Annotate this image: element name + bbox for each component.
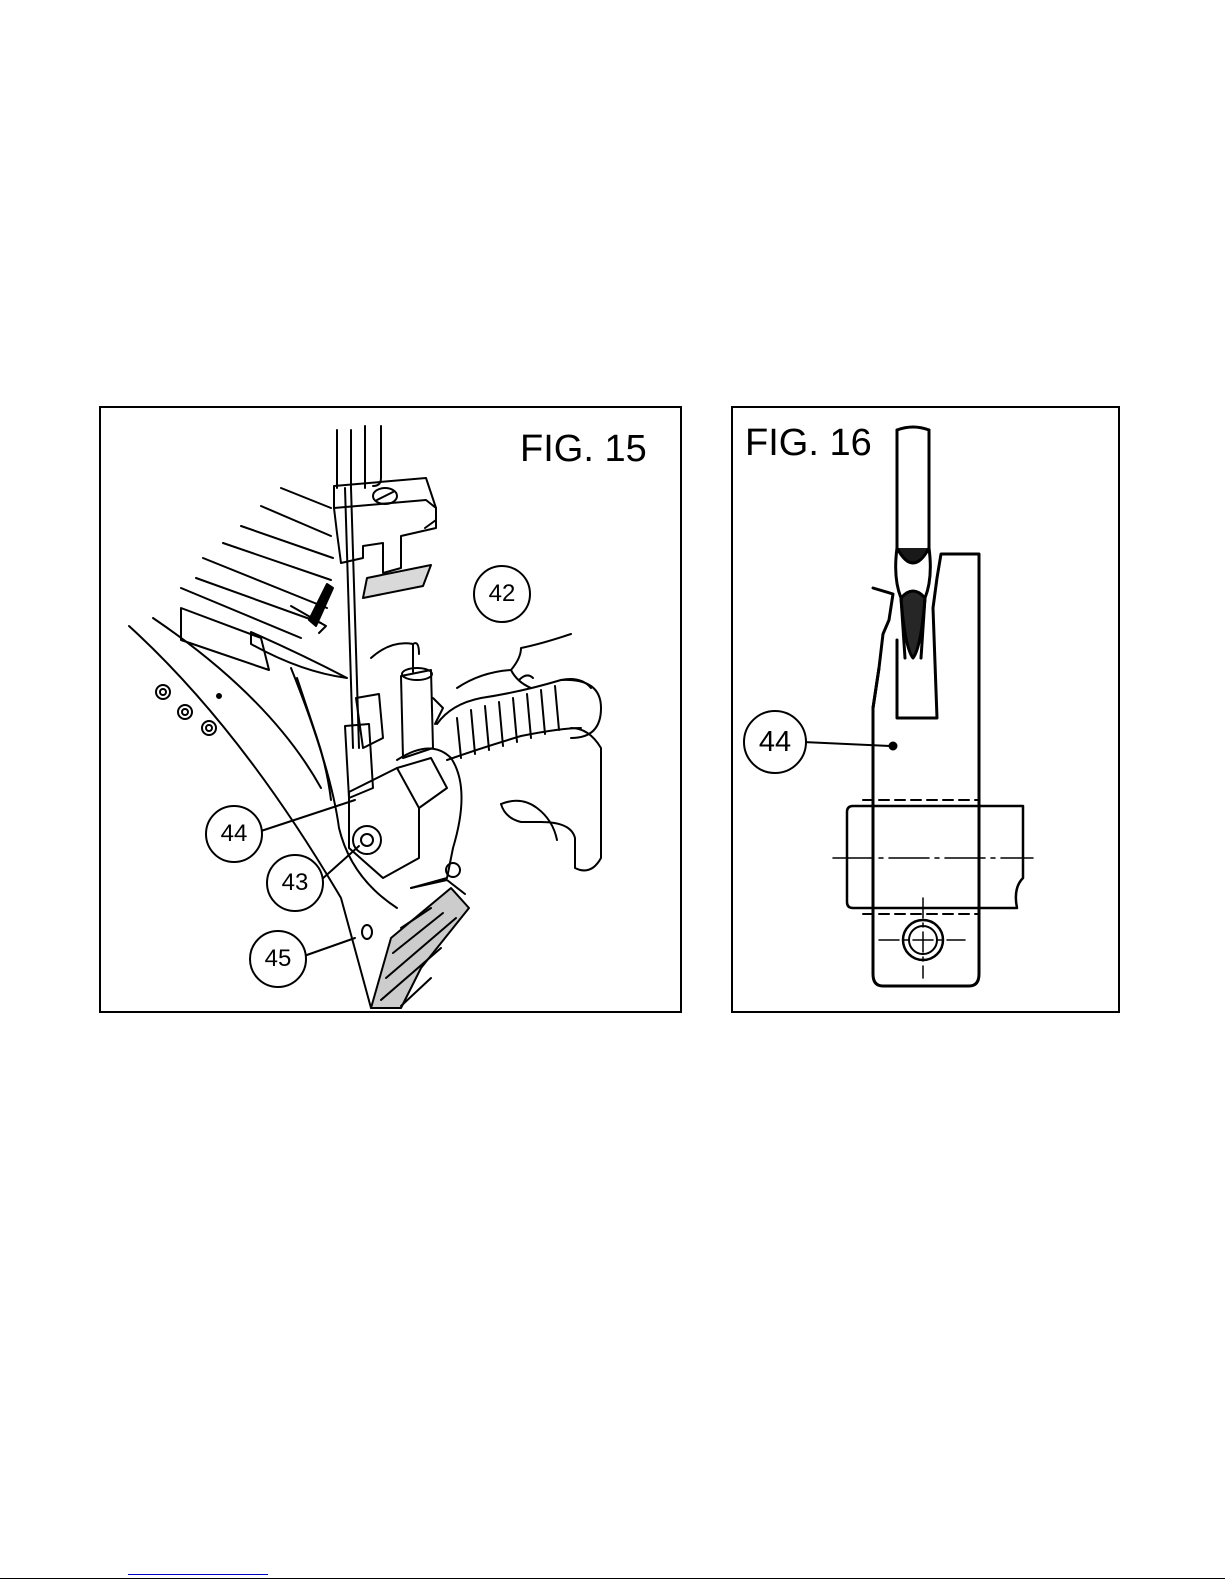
figure-15-title: FIG. 15 <box>520 430 647 468</box>
figure-16-panel: FIG. 16 44 <box>731 406 1120 1013</box>
callout-43: 43 <box>266 854 324 912</box>
callout-44: 44 <box>205 805 263 863</box>
callout-45: 45 <box>249 930 307 988</box>
callout-42: 42 <box>473 565 531 623</box>
figure-16-title: FIG. 16 <box>745 424 872 462</box>
figure-15-drawing <box>101 408 682 1013</box>
footer-link-underline[interactable] <box>128 1574 268 1575</box>
figure-15-panel: FIG. 15 42 44 43 45 <box>99 406 682 1013</box>
figure-16-drawing <box>733 408 1120 1013</box>
footer-divider <box>0 1578 1225 1579</box>
callout-44: 44 <box>743 710 807 774</box>
